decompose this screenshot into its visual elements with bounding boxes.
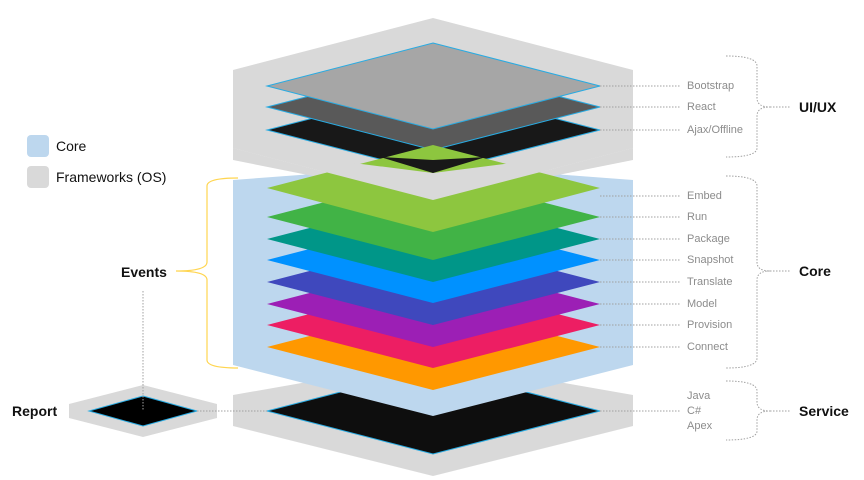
group-label-report: Report: [12, 403, 58, 419]
service-languages: Java C# Apex: [687, 389, 712, 434]
legend-item-frameworks: Frameworks (OS): [27, 166, 166, 188]
uiux-hex-chevron: [233, 148, 633, 200]
legend-label-core: Core: [56, 138, 87, 154]
service-lang-csharp: C#: [687, 405, 702, 417]
legend-label-frameworks: Frameworks (OS): [56, 169, 167, 185]
layer-label-snapshot: Snapshot: [687, 254, 734, 266]
uiux-brace: [725, 55, 771, 158]
uiux-layer-bootstrap: [265, 42, 601, 130]
layer-label-react: React: [687, 101, 716, 113]
service-lang-apex: Apex: [687, 420, 713, 432]
right-braces: [725, 55, 790, 441]
layer-label-package: Package: [687, 233, 730, 245]
legend-swatch-frameworks: [27, 166, 49, 188]
group-label-core: Core: [799, 263, 831, 279]
layer-label-translate: Translate: [687, 276, 733, 288]
leader-lines: [142, 85, 680, 412]
layer-label-bootstrap: Bootstrap: [687, 80, 735, 92]
legend-swatch-core: [27, 135, 49, 157]
layer-label-model: Model: [687, 298, 717, 310]
layer-label-ajax: Ajax/Offline: [687, 124, 744, 136]
events-brace: [175, 177, 239, 369]
service-lang-java: Java: [687, 390, 711, 402]
legend-item-core: Core: [27, 135, 86, 157]
uiux-framework-hex-bottom: [233, 148, 633, 200]
layer-label-provision: Provision: [687, 319, 733, 331]
layer-label-connect: Connect: [687, 341, 728, 353]
layer-label-embed: Embed: [687, 190, 722, 202]
report-layer: [87, 395, 199, 427]
uiux-ajax-tip: [380, 157, 486, 173]
group-label-events: Events: [121, 264, 167, 280]
layer-label-run: Run: [687, 211, 708, 223]
group-label-uiux: UI/UX: [799, 99, 837, 115]
core-brace: [725, 175, 771, 369]
group-label-service: Service: [799, 403, 849, 419]
service-brace: [725, 380, 771, 441]
